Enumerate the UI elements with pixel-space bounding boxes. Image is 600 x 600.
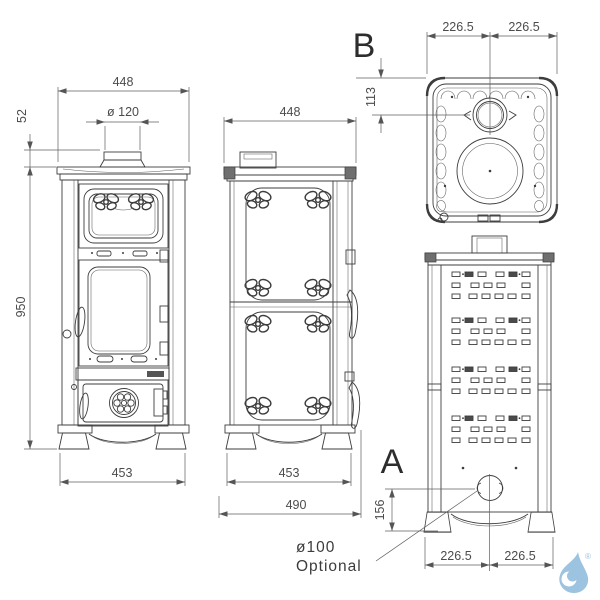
dim-text: 950 <box>14 297 28 318</box>
dim-front-top-width: 448 <box>57 75 190 162</box>
butterfly-ornament <box>242 394 274 416</box>
foot <box>225 432 257 450</box>
dim-text: 448 <box>113 75 134 89</box>
note-line2: Optional <box>296 558 362 575</box>
front-view <box>56 151 191 450</box>
brand-plate <box>147 371 164 377</box>
rear-outlet-hole <box>476 475 504 501</box>
dim-side-top-width: 448 <box>223 105 357 163</box>
side-view <box>223 151 361 450</box>
dim-text: 448 <box>280 105 301 119</box>
dim-text: 490 <box>286 498 307 512</box>
butterfly-ornament <box>126 191 156 212</box>
dim-back-outlet-height: 156 <box>373 488 475 532</box>
door-handle-lever <box>346 289 359 339</box>
butterfly-ornament <box>242 276 274 298</box>
butterfly-ornament <box>91 191 121 212</box>
foot <box>321 432 353 450</box>
door-handle <box>74 306 86 338</box>
dim-side-depth: 490 <box>218 430 362 518</box>
dim-text: 226.5 <box>440 549 471 563</box>
front-flue-collar <box>103 151 142 161</box>
view-label-back: A <box>381 443 404 481</box>
vent-slots <box>451 271 531 443</box>
ash-handle-lever <box>348 381 361 429</box>
butterfly-ornament <box>242 312 274 334</box>
front-ash-door <box>71 379 169 427</box>
front-upper-door <box>78 183 169 249</box>
side-flue-collar <box>239 151 277 169</box>
dim-front-base-width: 453 <box>59 453 186 486</box>
dim-back-halves: 226.5 226.5 <box>424 474 554 571</box>
foot <box>155 432 187 450</box>
dim-text: 156 <box>373 500 387 521</box>
dim-front-flue-diameter: ø 120 <box>86 105 159 150</box>
butterfly-ornament <box>302 188 334 210</box>
dim-text: 453 <box>279 466 300 480</box>
butterfly-ornament <box>302 276 334 298</box>
dim-top-flue-offset: 113 <box>356 58 470 133</box>
cook-plate <box>456 137 524 205</box>
back-view <box>423 235 556 533</box>
note-line1: ø100 <box>296 539 335 556</box>
front-main-door <box>78 249 169 367</box>
dim-text: 453 <box>112 466 133 480</box>
optional-outlet-note: ø100 Optional <box>296 490 478 575</box>
foot <box>423 511 452 533</box>
dim-text: 226.5 <box>442 20 473 34</box>
dim-text: 113 <box>364 87 378 107</box>
butterfly-ornament <box>302 312 334 334</box>
view-label-top: B <box>353 27 376 65</box>
dim-text: ø 120 <box>107 105 139 119</box>
water-drop-logo: ® <box>559 552 591 593</box>
dim-text: 52 <box>15 109 29 123</box>
top-view <box>425 76 559 224</box>
dim-front-heights: 52 950 <box>14 109 100 450</box>
foot <box>58 432 90 450</box>
dim-top-halves: 226.5 226.5 <box>426 20 558 135</box>
butterfly-ornament <box>302 394 334 416</box>
foot <box>527 511 556 533</box>
dim-text: 226.5 <box>508 20 539 34</box>
dim-side-base-width: 453 <box>226 453 352 486</box>
registered-mark: ® <box>585 552 591 561</box>
dim-text: 226.5 <box>504 549 535 563</box>
butterfly-ornament <box>242 188 274 210</box>
dimensions: 448 ø 120 52 950 <box>14 20 558 571</box>
